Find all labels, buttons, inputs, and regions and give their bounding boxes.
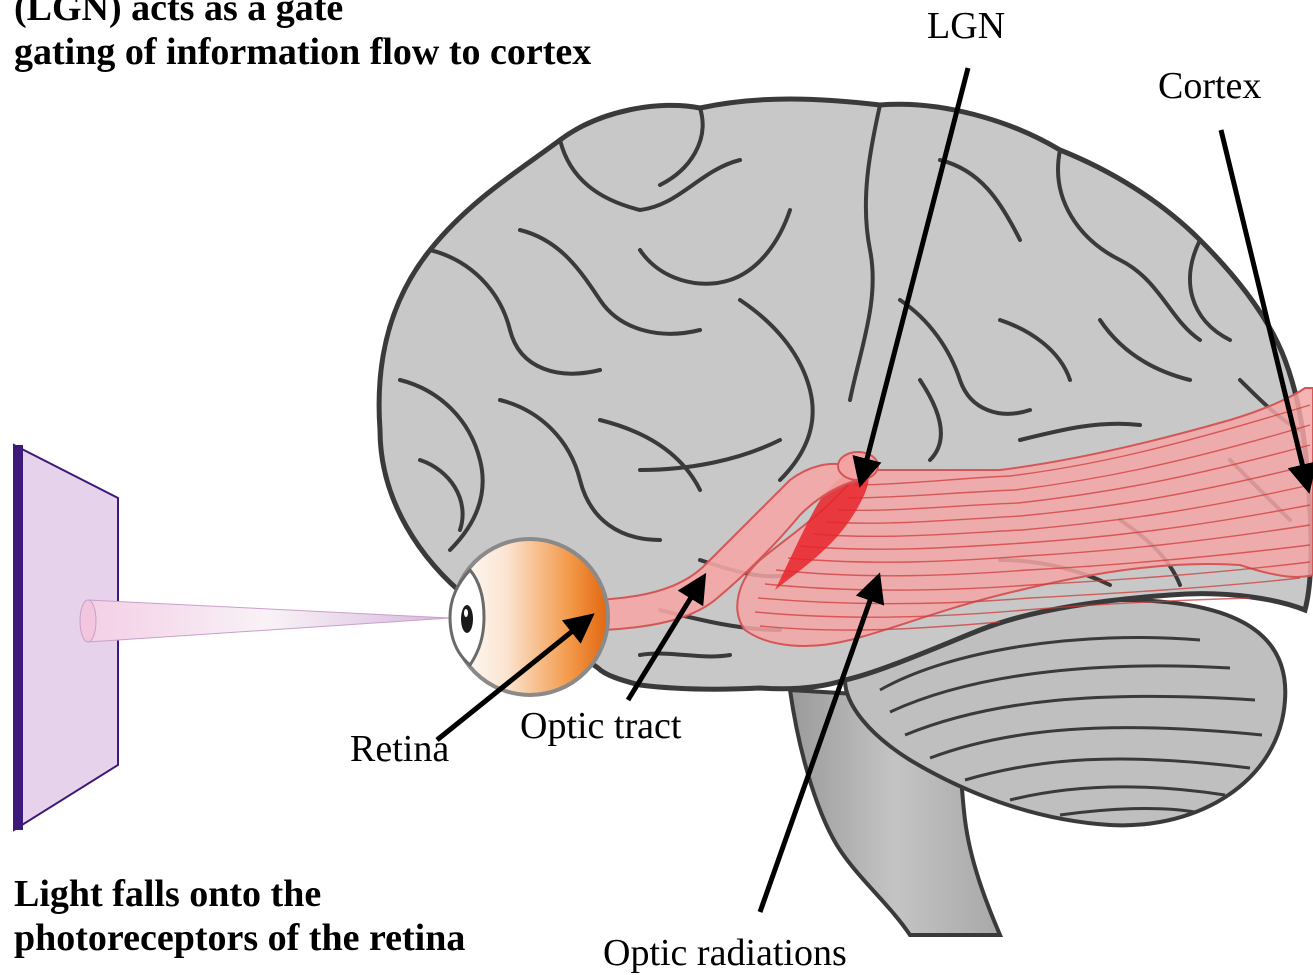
caption-top-line1: (LGN) acts as a gate <box>14 0 591 30</box>
label-cortex: Cortex <box>1158 66 1261 106</box>
caption-bottom-line2: photoreceptors of the retina <box>14 916 465 960</box>
label-retina: Retina <box>350 729 449 769</box>
caption-bottom-line1: Light falls onto the <box>14 872 465 916</box>
eye <box>450 539 608 695</box>
label-optic-tract: Optic tract <box>520 706 681 746</box>
label-optic-radiations: Optic radiations <box>603 933 847 973</box>
caption-bottom: Light falls onto the photoreceptors of t… <box>14 872 465 960</box>
lgn-nucleus <box>838 452 878 480</box>
caption-top: (LGN) acts as a gate gating of informati… <box>14 0 591 74</box>
label-lgn: LGN <box>927 6 1005 46</box>
caption-top-line2: gating of information flow to cortex <box>14 30 591 74</box>
